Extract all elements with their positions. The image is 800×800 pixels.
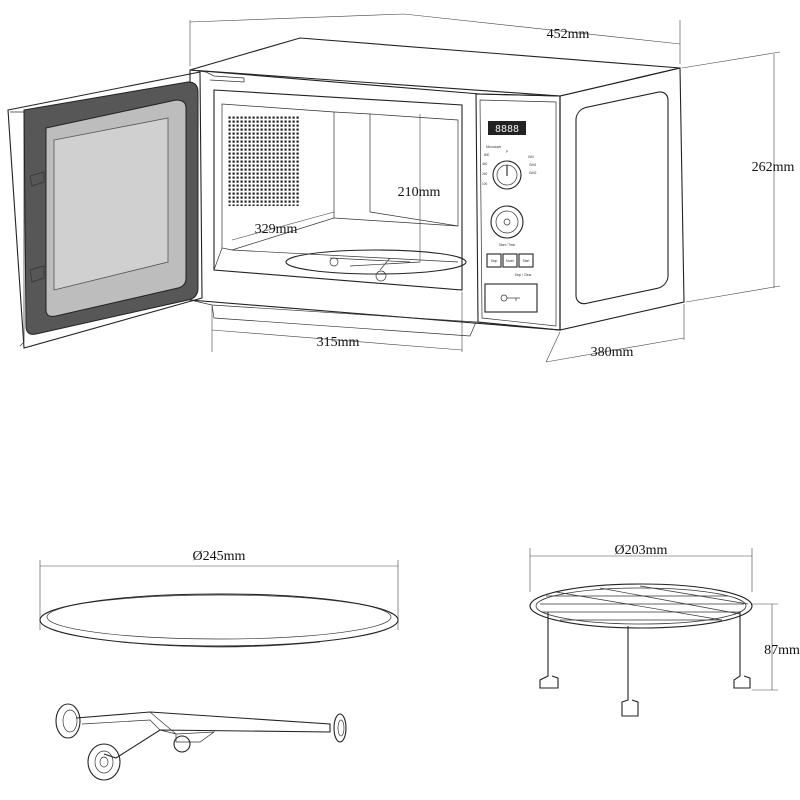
- cavity-vent-grid: [227, 116, 299, 206]
- svg-text:240: 240: [482, 172, 488, 176]
- svg-text:P: P: [506, 150, 508, 154]
- dimension-cavity-depth: 329mm: [231, 211, 335, 241]
- svg-text:210mm: 210mm: [398, 185, 441, 200]
- svg-text:800: 800: [484, 153, 490, 157]
- dial-marks: 800 P Grill Grill1 Grill2 440 240 100: [482, 150, 537, 186]
- side-vent-panel: [575, 91, 669, 305]
- panel-label: Microwave: [486, 145, 501, 149]
- svg-text:Grill: Grill: [528, 155, 534, 159]
- cavity-opening: [213, 89, 463, 291]
- rack-bars: [540, 585, 749, 621]
- door-latch-bottom: [29, 265, 45, 283]
- power-dial: [492, 160, 522, 190]
- rack-height: 87mm: [764, 643, 800, 658]
- svg-text:Start: Start: [523, 259, 530, 263]
- svg-text:262mm: 262mm: [752, 160, 795, 175]
- display-readout: 8888: [495, 124, 519, 135]
- display-panel: [488, 121, 526, 135]
- svg-text:Mode: Mode: [506, 259, 514, 263]
- cavity-turntable: [285, 249, 467, 282]
- dimension-cavity-height: 210mm: [398, 114, 441, 262]
- dimension-depth: 380mm: [545, 304, 685, 363]
- stop-button: [486, 253, 502, 268]
- turntable-plate: [39, 593, 399, 647]
- svg-text:440: 440: [482, 162, 488, 166]
- microwave-right-side: [559, 67, 685, 331]
- dimension-cavity-width: 315mm: [211, 292, 463, 352]
- turntable-drawing: Ø245mm: [39, 549, 399, 648]
- mode-button: [502, 253, 518, 268]
- door-release-button: [484, 283, 538, 313]
- svg-text:Stop: Stop: [491, 259, 498, 263]
- rack-ring: [529, 583, 753, 629]
- svg-text:315mm: 315mm: [317, 335, 360, 350]
- dimension-height: 262mm: [681, 51, 795, 303]
- svg-text:329mm: 329mm: [255, 222, 298, 237]
- grill-rack-drawing: Ø203mm 87mm: [529, 543, 800, 717]
- svg-text:380mm: 380mm: [591, 345, 634, 360]
- svg-text:452mm: 452mm: [547, 27, 590, 42]
- turntable-diameter: Ø245mm: [193, 549, 246, 564]
- start-button: [518, 253, 534, 268]
- svg-text:Grill1: Grill1: [529, 163, 537, 167]
- dial-caption: Start / Time: [499, 243, 516, 247]
- roller-ring-drawing: [55, 703, 347, 781]
- microwave-drawing: 8888 Microwave 800 P Grill Grill1 Grill2…: [7, 13, 795, 363]
- svg-text:Grill2: Grill2: [529, 171, 537, 175]
- dimension-width: 452mm: [189, 13, 681, 66]
- svg-text:100: 100: [482, 182, 488, 186]
- door: [7, 71, 203, 349]
- door-latch-top: [29, 171, 45, 187]
- control-panel: [475, 93, 561, 331]
- key-icon: [500, 294, 520, 302]
- time-dial: [490, 205, 524, 239]
- rack-diameter: Ø203mm: [615, 543, 668, 558]
- button-caption: Stop / Clear: [515, 273, 533, 277]
- rack-legs: [539, 612, 751, 717]
